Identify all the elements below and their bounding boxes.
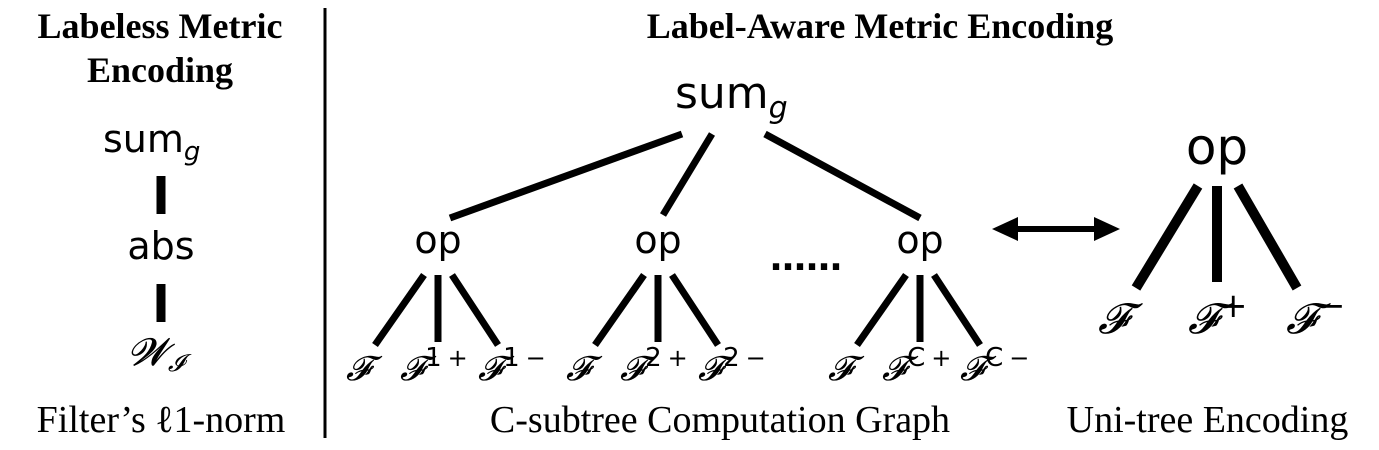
- edge-op1-f: [372, 272, 427, 348]
- edge-op2-f: [592, 272, 647, 348]
- edge-root-op2: [660, 132, 715, 217]
- edge-root-op1: [448, 130, 684, 222]
- left-title-line1: Labeless Metric: [37, 6, 283, 46]
- edge-opC-f: [854, 272, 909, 348]
- edge-opC-fminus: [931, 273, 983, 347]
- op-node-C: op: [896, 218, 943, 262]
- left-panel-title: Labeless Metric Encoding: [0, 4, 320, 92]
- leaf-fplus-C: 𝓕C+: [882, 343, 951, 389]
- left-title-line2: Encoding: [86, 50, 234, 90]
- middle-sum-root: sumg: [675, 68, 788, 126]
- right-edge-op-f: [1131, 183, 1203, 291]
- left-sum-node: sumg: [103, 117, 200, 167]
- ellipsis: ……: [770, 238, 842, 279]
- left-w-node: 𝓦𝓘: [128, 330, 192, 377]
- left-panel-caption: Filter’s ℓ1-norm: [36, 399, 286, 441]
- right-leaf-fplus: 𝓕+: [1188, 286, 1248, 343]
- right-panel-caption: Uni-tree Encoding: [1066, 399, 1349, 441]
- leaf-fminus-C: 𝓕C−: [960, 343, 1029, 389]
- right-leaf-fminus: 𝓕−: [1286, 286, 1346, 343]
- left-abs-node: abs: [127, 224, 194, 268]
- double-arrow-icon: [992, 217, 1120, 241]
- leaf-f-1: 𝓕: [346, 349, 383, 389]
- leaf-f-C: 𝓕: [828, 349, 865, 389]
- op-node-2: op: [634, 218, 681, 262]
- edge-op1-fminus: [449, 273, 501, 347]
- leaf-fminus-2: 𝓕2−: [698, 343, 766, 389]
- middle-panel-title: Label-Aware Metric Encoding: [646, 6, 1114, 46]
- leaf-fminus-1: 𝓕1−: [478, 343, 546, 389]
- right-leaf-f: 𝓕: [1098, 294, 1143, 343]
- middle-panel-caption: C-subtree Computation Graph: [489, 399, 951, 441]
- right-edge-op-fminus: [1233, 183, 1302, 291]
- leaf-f-2: 𝓕: [566, 349, 603, 389]
- op-node-1: op: [414, 218, 461, 262]
- edge-op2-fminus: [669, 273, 721, 347]
- leaf-fplus-1: 𝓕1+: [400, 343, 468, 389]
- leaf-fplus-2: 𝓕2+: [620, 343, 688, 389]
- edge-root-opC: [763, 130, 922, 222]
- right-op-node: op: [1186, 118, 1248, 176]
